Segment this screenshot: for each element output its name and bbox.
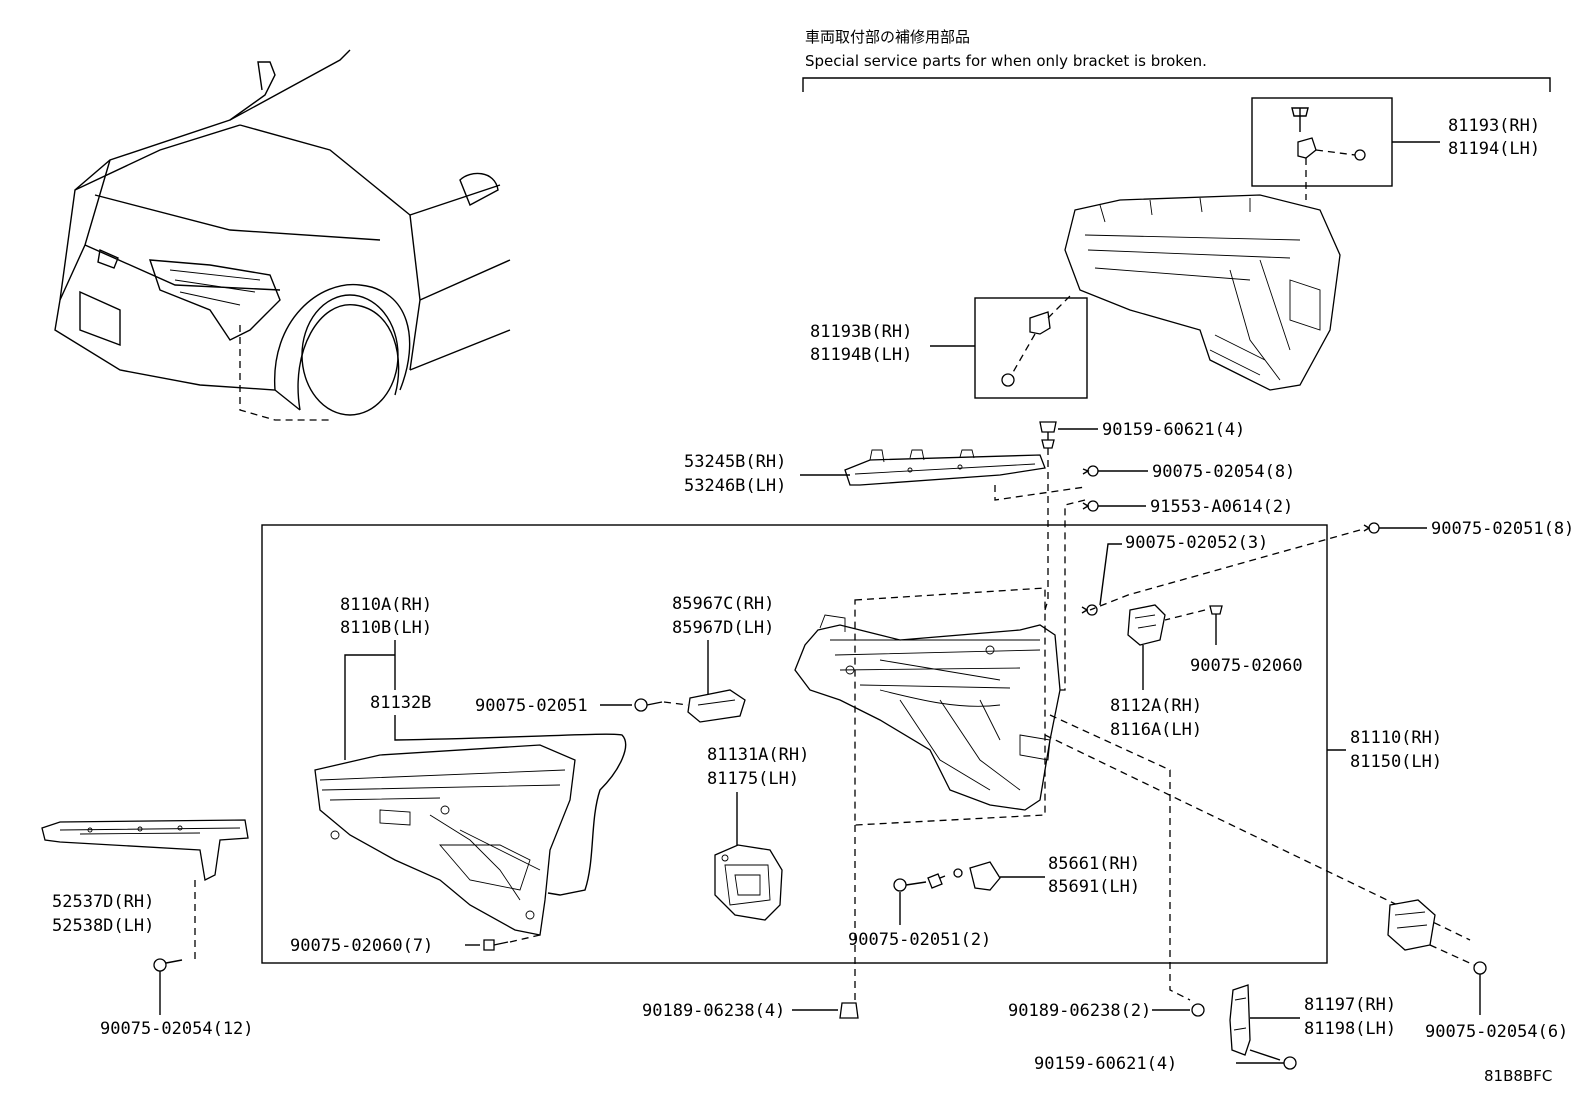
bracket-85661-icon <box>893 861 1001 892</box>
dashed-connector-91553 <box>1060 499 1086 691</box>
clip-90159-top-icon <box>1039 421 1057 449</box>
label-91553: 91553-A0614(2) <box>1150 497 1293 517</box>
bracket-53245b-icon <box>844 449 1046 486</box>
dashed-outline-housing <box>854 587 1046 826</box>
leader-8110a <box>344 640 396 760</box>
assembly-frame <box>261 524 1328 964</box>
leader-90075-02052 <box>1099 543 1122 606</box>
dashed-connector-81197 <box>1049 714 1191 1001</box>
bracket-box-81193b <box>974 297 1088 399</box>
label-53245b: 53245B(RH) <box>684 452 786 472</box>
label-8112a: 8112A(RH) <box>1110 696 1202 716</box>
screw-90075-02054-6-icon <box>1429 944 1487 1015</box>
label-90159-top: 90159-60621(4) <box>1102 420 1245 440</box>
label-81110: 81110(RH) <box>1350 728 1442 748</box>
bracket-52537d-icon <box>41 819 249 960</box>
label-81194b: 81194B(LH) <box>810 345 912 365</box>
bracket-box-81193 <box>1251 97 1393 187</box>
module-85967c-icon <box>687 689 746 723</box>
label-81175: 81175(LH) <box>707 769 799 789</box>
bracket-81193b-icon <box>1001 295 1071 387</box>
dashed-connector-clip-to-bracket <box>1044 448 1049 611</box>
label-90075-02051-2: 90075-02051(2) <box>848 930 991 950</box>
label-8116a: 8116A(LH) <box>1110 720 1202 740</box>
screw-91553-icon <box>1082 500 1099 512</box>
screw-90075-02051-icon <box>634 698 689 712</box>
screw-90075-02051-8-icon <box>1363 522 1380 534</box>
header-english: Special service parts for when only brac… <box>805 52 1207 70</box>
label-81198: 81198(LH) <box>1304 1019 1396 1039</box>
screw-90159-bottom-icon <box>1249 1049 1297 1070</box>
dashed-connector-02051-8 <box>1089 529 1361 611</box>
label-8110b: 8110B(LH) <box>340 618 432 638</box>
car-outline-illustration <box>54 49 511 421</box>
label-81193b: 81193B(RH) <box>810 322 912 342</box>
label-85967d: 85967D(LH) <box>672 618 774 638</box>
label-90075-02054-12: 90075-02054(12) <box>100 1019 254 1039</box>
diagram-code: 81B8BFC <box>1484 1067 1552 1085</box>
label-52537d: 52537D(RH) <box>52 892 154 912</box>
projector-81131a-icon <box>714 844 783 921</box>
label-90075-02051-8: 90075-02051(8) <box>1431 519 1574 539</box>
label-90075-02054-6: 90075-02054(6) <box>1425 1022 1568 1042</box>
clip-90189-4-icon <box>839 1002 859 1019</box>
screw-90075-02060-icon <box>1164 605 1223 645</box>
label-90075-02051: 90075-02051 <box>475 696 588 716</box>
headlight-unit-8110a-icon <box>314 744 576 936</box>
label-52538d: 52538D(LH) <box>52 916 154 936</box>
label-90075-02060-7: 90075-02060(7) <box>290 936 433 956</box>
label-81194: 81194(LH) <box>1448 139 1540 159</box>
label-90075-02054-8: 90075-02054(8) <box>1152 462 1295 482</box>
label-81193: 81193(RH) <box>1448 116 1540 136</box>
label-81150: 81150(LH) <box>1350 752 1442 772</box>
header-bracket-line <box>802 77 1551 92</box>
label-85661: 85661(RH) <box>1048 854 1140 874</box>
clip-90189-2-icon <box>1191 1003 1205 1017</box>
dashed-connector-bracket-lower <box>1044 734 1471 941</box>
label-81197: 81197(RH) <box>1304 995 1396 1015</box>
screw-90075-02052-icon <box>1081 604 1098 616</box>
label-53246b: 53246B(LH) <box>684 476 786 496</box>
label-81132b: 81132B <box>370 693 431 713</box>
label-90075-02060: 90075-02060 <box>1190 656 1303 676</box>
label-90075-02052: 90075-02052(3) <box>1125 533 1268 553</box>
label-90159-bottom: 90159-60621(4) <box>1034 1054 1177 1074</box>
bracket-lower-right-icon <box>1387 899 1436 951</box>
bracket-81197-icon <box>1229 984 1251 1056</box>
header-japanese: 車両取付部の補修用部品 <box>805 28 970 46</box>
screw-90075-02060-7-icon <box>483 934 541 951</box>
bracket-81193-icon <box>1291 107 1366 200</box>
gasket-81132b <box>394 715 627 896</box>
screw-90075-02054-8-icon <box>1082 465 1099 477</box>
headlight-reference-illustration <box>1064 194 1341 391</box>
label-81131a: 81131A(RH) <box>707 745 809 765</box>
label-85967c: 85967C(RH) <box>672 594 774 614</box>
actuator-8112a-icon <box>1127 604 1166 690</box>
headlight-housing-81110-icon <box>794 614 1061 811</box>
dashed-connector-bracket-screw <box>994 485 1086 501</box>
label-8110a: 8110A(RH) <box>340 595 432 615</box>
label-90189-4: 90189-06238(4) <box>642 1001 785 1021</box>
screw-90075-02054-12-icon <box>153 958 183 1015</box>
label-90189-2: 90189-06238(2) <box>1008 1001 1151 1021</box>
label-85691: 85691(LH) <box>1048 877 1140 897</box>
